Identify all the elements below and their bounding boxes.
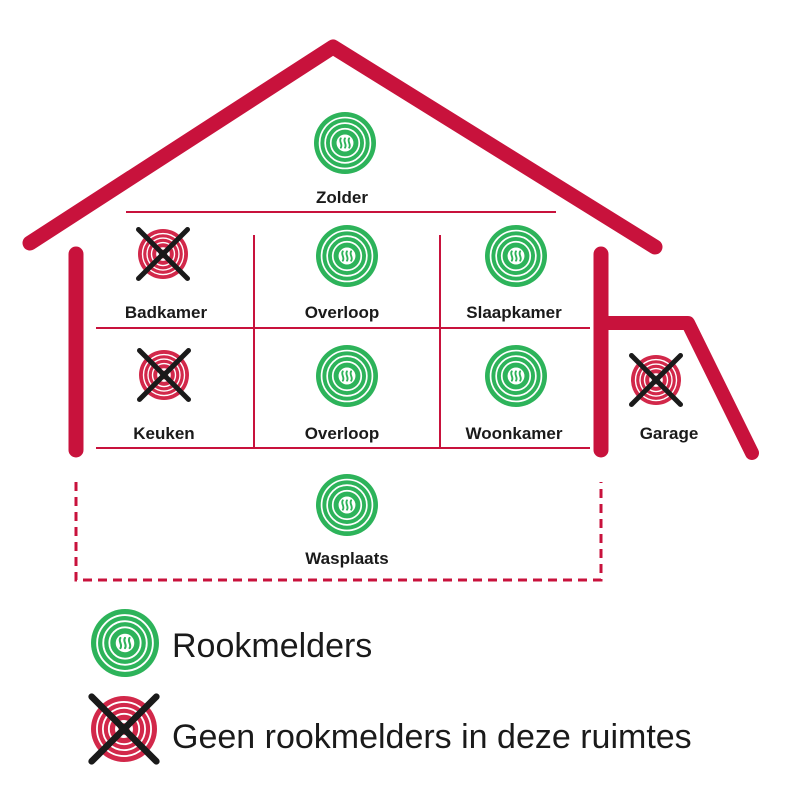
smoke-detector-icon-slaapkamer [485,225,547,287]
basement-dashed-outline [74,482,603,582]
room-label-overloop-lower: Overloop [305,424,380,443]
room-label-slaapkamer: Slaapkamer [466,303,562,322]
detectors-layer [88,112,683,765]
legend-label-geen-rookmelders: Geen rookmelders in deze ruimtes [172,718,692,756]
smoke-detector-icon-zolder [314,112,376,174]
legend-label-rookmelders: Rookmelders [172,627,372,665]
room-label-wasplaats: Wasplaats [305,549,388,568]
smoke-detector-icon-overloop_1 [316,225,378,287]
crossed-out-detector-icon-badkamer [136,227,190,281]
crossed-out-detector-icon-keuken [137,348,191,402]
smoke-detector-icon-overloop_0 [316,345,378,407]
cross-line [136,227,190,281]
legend-crossed-out-detector-icon [88,693,160,765]
crossed-out-detector-icon-garage [629,353,683,407]
room-label-badkamer: Badkamer [125,303,208,322]
cross-line [88,693,160,765]
garage-roof [594,316,759,460]
legend: Rookmelders Geen rookmelders in deze rui… [172,627,692,756]
smoke-detector-icon-woonkamer [485,345,547,407]
cross-line [629,353,683,407]
room-label-keuken: Keuken [133,424,194,443]
room-label-overloop-upper: Overloop [305,303,380,322]
room-label-zolder: Zolder [316,188,368,207]
room-label-woonkamer: Woonkamer [466,424,563,443]
smoke-detector-icon-wasplaats [316,474,378,536]
room-dividers [96,211,590,449]
roof [22,39,663,255]
legend-smoke-detector-icon [91,609,159,677]
room-label-garage: Garage [640,424,699,443]
cross-line [137,348,191,402]
house-outline [22,39,759,460]
